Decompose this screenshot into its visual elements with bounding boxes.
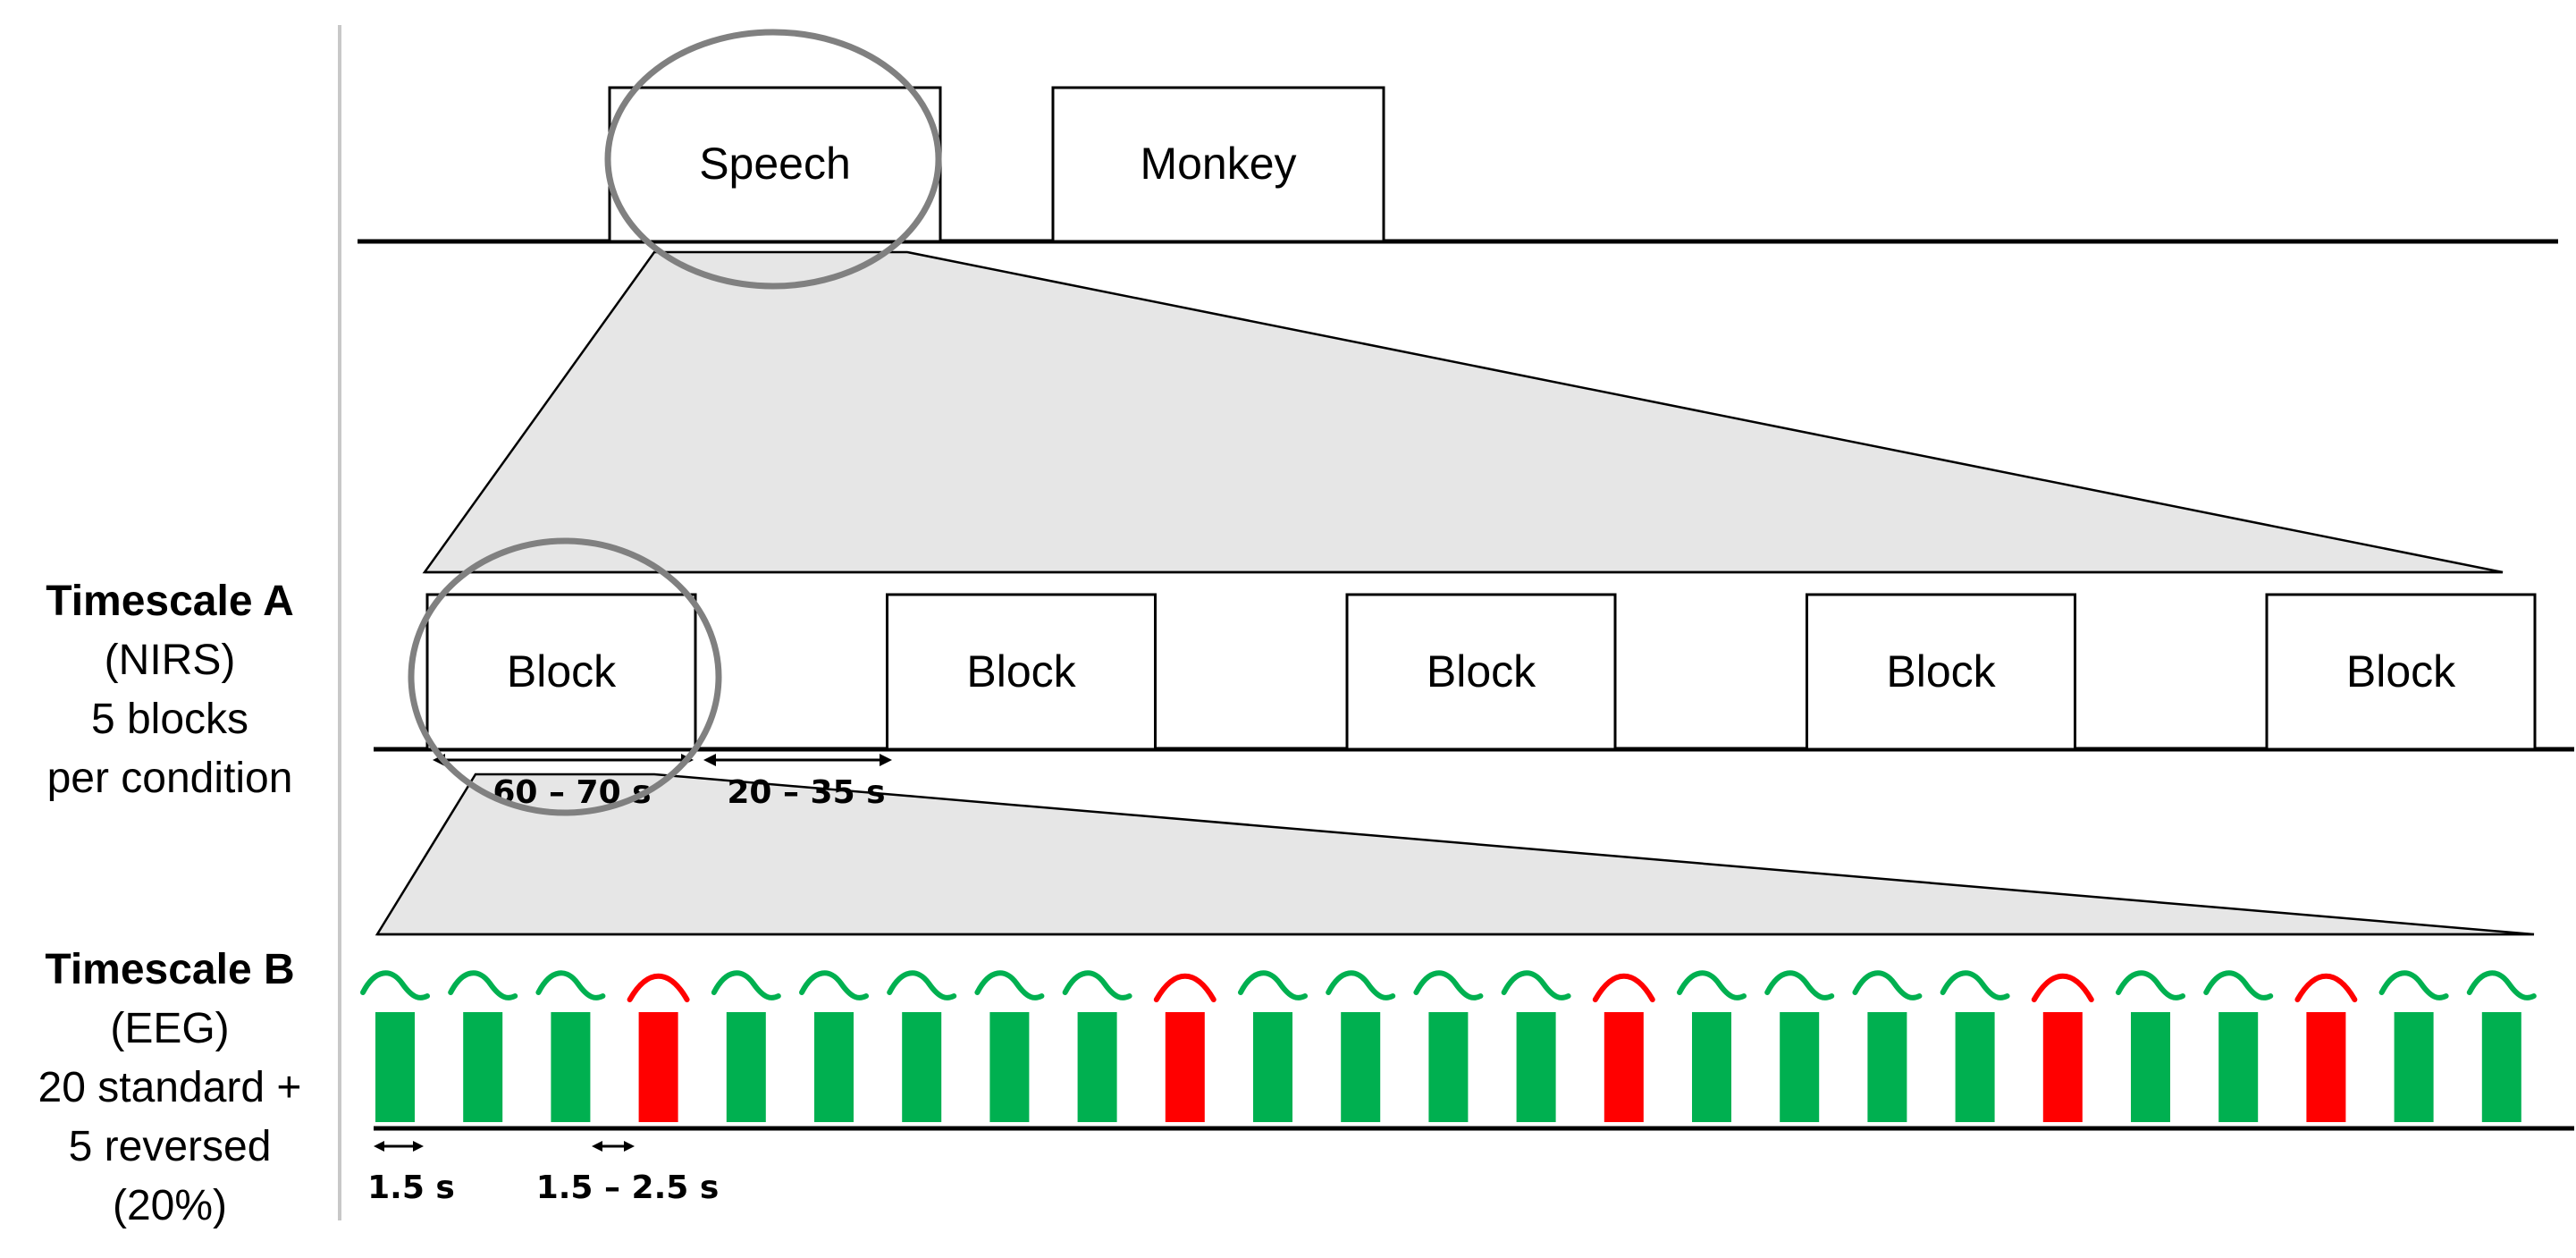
stimulus-contour-13-standard (1413, 970, 1484, 1000)
block-box-3 (1345, 593, 1617, 751)
stimulus-bar-17-standard (1780, 1012, 1820, 1122)
stimulus-contour-7-standard (887, 970, 957, 1000)
isi-duration-arrowhead-left (592, 1141, 602, 1152)
stimulus-bar-3-standard (551, 1012, 591, 1122)
timescale-a-method: (NIRS) (104, 637, 236, 684)
stimulus-contour-20-reversed (2031, 973, 2094, 1002)
speech-highlight-ring (604, 29, 942, 290)
stim-duration-arrowhead-right (413, 1141, 424, 1152)
stimulus-contour-17-standard (1764, 970, 1835, 1000)
stim-duration-label: 1.5 s (367, 1169, 455, 1206)
condition-box-monkey (1051, 86, 1385, 243)
zoom-projection-a (422, 250, 2504, 574)
block-label-1: Block (507, 646, 617, 697)
stimulus-bar-15-reversed (1604, 1012, 1644, 1122)
stimulus-bar-11-standard (1253, 1012, 1292, 1122)
block-label-3: Block (1427, 646, 1536, 697)
isi-duration-label: 1.5 – 2.5 s (536, 1169, 720, 1206)
stimulus-bar-14-standard (1516, 1012, 1556, 1122)
stimulus-bar-23-reversed (2306, 1012, 2346, 1122)
stimulus-bar-16-standard (1692, 1012, 1731, 1122)
stimulus-bar-18-standard (1867, 1012, 1907, 1122)
stimulus-bar-21-standard (2131, 1012, 2170, 1122)
block-label-2: Block (966, 646, 1076, 697)
stim-duration-arrowhead-left (374, 1141, 384, 1152)
stimulus-contour-2-standard (448, 970, 518, 1000)
stimulus-bar-13-standard (1428, 1012, 1469, 1122)
isi-duration-arrowhead-right (624, 1141, 635, 1152)
stimulus-bar-24-standard (2394, 1012, 2434, 1122)
timescale-b-label: Timescale B (EEG) 20 standard + 5 revers… (0, 941, 340, 1236)
block-label-4: Block (1886, 646, 1996, 697)
stimulus-contour-11-standard (1238, 970, 1308, 1000)
stimulus-contour-25-standard (2466, 970, 2537, 1000)
stimulus-bar-5-standard (726, 1012, 766, 1122)
timescale-b-method: (EEG) (110, 1005, 230, 1052)
condition-row: Speech Monkey (358, 29, 2558, 290)
stimulus-contour-3-standard (535, 970, 606, 1000)
stimulus-contour-5-standard (711, 970, 781, 1000)
block-highlight-ring (408, 537, 722, 816)
condition-label-speech: Speech (699, 139, 851, 189)
gap-duration-label: 20 – 35 s (727, 774, 885, 811)
timescale-b-row (360, 970, 2574, 1131)
stimulus-contour-24-standard (2378, 970, 2449, 1000)
stimulus-bar-9-standard (1077, 1012, 1117, 1122)
gap-duration-arrowhead-right (880, 754, 892, 766)
block-box-4 (1806, 593, 2076, 751)
block-label-5: Block (2346, 646, 2456, 697)
timescale-b-desc-line3: (20%) (112, 1182, 228, 1229)
zoom-projection-b (375, 773, 2535, 936)
timescale-a-title: Timescale A (46, 578, 294, 625)
timescale-a-label: Timescale A (NIRS) 5 blocks per conditio… (0, 572, 340, 808)
stimulus-bar-19-standard (1955, 1012, 1995, 1122)
stimulus-contour-21-standard (2116, 970, 2185, 1000)
stimulus-bar-4-reversed (638, 1012, 678, 1122)
stimulus-bar-1-standard (375, 1012, 415, 1122)
stimulus-contour-16-standard (1677, 970, 1747, 1000)
timescale-b-desc-line2: 5 reversed (68, 1123, 272, 1170)
stimulus-contour-22-standard (2203, 970, 2274, 1000)
stimulus-bar-22-standard (2218, 1012, 2259, 1122)
gap-duration-arrowhead-left (703, 754, 716, 766)
stimulus-bar-20-reversed (2042, 1012, 2083, 1122)
timescale-a-row: Block Block Block Block Block (374, 593, 2574, 752)
stimulus-contour-19-standard (1940, 970, 2010, 1000)
timescale-b-desc-line1: 20 standard + (38, 1064, 302, 1111)
stimulus-contour-23-reversed (2294, 973, 2358, 1002)
stimulus-bar-2-standard (463, 1012, 503, 1122)
block-box-2 (886, 593, 1157, 751)
stimulus-contour-10-reversed (1153, 973, 1216, 1002)
stimulus-bar-7-standard (902, 1012, 942, 1122)
condition-box-speech (608, 86, 942, 243)
stimulus-bar-10-reversed (1165, 1012, 1205, 1122)
block-box-1 (425, 593, 697, 751)
timescale-a-annotations: 60 – 70 s 20 – 35 s (408, 537, 892, 816)
stimulus-contour-12-standard (1326, 970, 1396, 1000)
stimulus-bar-12-standard (1341, 1012, 1381, 1122)
stimulus-bar-25-standard (2481, 1012, 2521, 1122)
condition-label-monkey: Monkey (1140, 139, 1296, 189)
stimulus-contour-6-standard (799, 970, 869, 1000)
stimulus-contour-4-reversed (627, 973, 690, 1002)
stimulus-contour-15-reversed (1592, 973, 1655, 1002)
stimulus-contour-1-standard (360, 970, 430, 1000)
timescale-a-desc-line2: per condition (46, 755, 293, 802)
stimulus-contour-9-standard (1062, 970, 1132, 1000)
timescale-b-title: Timescale B (45, 946, 295, 993)
stimulus-contour-14-standard (1501, 970, 1571, 1000)
stimulus-contour-18-standard (1852, 970, 1923, 1000)
stimulus-contour-8-standard (974, 970, 1045, 1000)
stimulus-bar-8-standard (989, 1012, 1030, 1122)
block-box-5 (2265, 593, 2537, 751)
timescale-a-desc-line1: 5 blocks (90, 696, 249, 743)
timescale-b-annotations: 1.5 s 1.5 – 2.5 s (367, 1141, 719, 1206)
stimulus-bar-6-standard (814, 1012, 854, 1122)
